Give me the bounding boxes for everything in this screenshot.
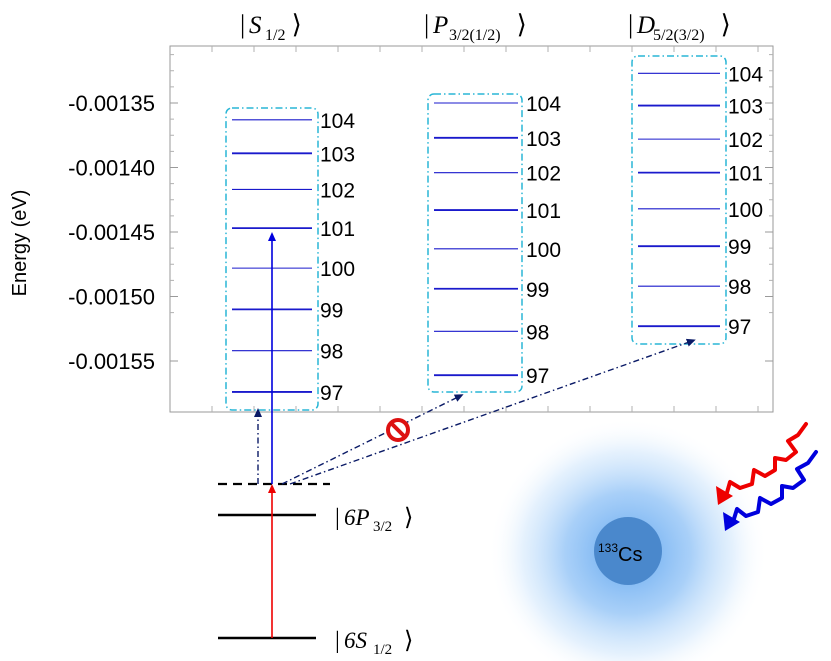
y-tick-label: -0.00150	[68, 285, 155, 310]
svg-text:S: S	[249, 12, 262, 39]
svg-text:P: P	[432, 12, 448, 39]
y-tick-label: -0.00135	[68, 91, 155, 116]
energy-level-label: 99	[320, 299, 343, 322]
incoming-light-waves	[716, 422, 818, 531]
plot-frame	[169, 45, 774, 413]
energy-level-label: 100	[526, 239, 561, 262]
column-header-3: |D5/2(3/2) ⟩	[628, 10, 731, 44]
energy-level-label: 104	[320, 110, 355, 133]
atom-symbol: Cs	[618, 544, 642, 566]
blue-wave-arrowhead	[723, 512, 740, 531]
energy-level-label: 97	[320, 382, 343, 405]
svg-text:⟩: ⟩	[517, 10, 527, 39]
svg-text:5/2(3/2): 5/2(3/2)	[653, 27, 705, 44]
level-group-box-2	[427, 93, 523, 393]
red-wave-arrowhead	[716, 486, 733, 505]
energy-level-label: 97	[526, 365, 549, 388]
energy-level-label: 103	[320, 143, 355, 166]
energy-level-label: 104	[526, 93, 561, 116]
energy-level-label: 101	[526, 200, 561, 223]
energy-level-label: 103	[526, 128, 561, 151]
svg-text:3/2: 3/2	[373, 519, 392, 535]
atom-core	[594, 517, 662, 585]
rydberg-levels: 97 98 99 100 101 102 103 104 97 98 99 100 101 102 103 1…	[225, 55, 763, 411]
energy-level-label: 102	[526, 163, 561, 186]
y-axis-label: Energy (eV)	[9, 190, 31, 297]
level-6s12-label: | 6S 1/2 ⟩	[335, 628, 413, 658]
level-group-box-1	[225, 107, 319, 411]
svg-text:⟩: ⟩	[404, 505, 413, 531]
level-group-box-3	[631, 55, 727, 345]
svg-text:|: |	[335, 628, 340, 654]
dashdot-arrow-to-d	[289, 338, 696, 485]
energy-level-label: 100	[728, 199, 763, 222]
svg-text:6P: 6P	[344, 505, 370, 530]
level-6p32-label: | 6P 3/2 ⟩	[335, 505, 413, 535]
energy-level-label: 100	[320, 258, 355, 281]
energy-level-label: 99	[728, 236, 751, 259]
energy-level-label: 103	[728, 96, 763, 119]
transition-arrows	[254, 232, 696, 638]
energy-level-label: 98	[728, 276, 751, 299]
energy-level-label: 102	[320, 179, 355, 202]
svg-text:|: |	[335, 505, 340, 531]
y-tick-label: -0.00140	[68, 156, 155, 181]
blue-wave-icon	[731, 450, 818, 524]
atom-mass-number: 133	[598, 541, 618, 555]
y-tick-label: -0.00145	[68, 220, 155, 245]
energy-level-label: 98	[320, 341, 343, 364]
svg-text:⟩: ⟩	[292, 10, 302, 39]
svg-text:1/2: 1/2	[373, 642, 392, 658]
energy-level-label: 98	[526, 321, 549, 344]
energy-level-label: 104	[728, 63, 763, 86]
forbidden-icon	[386, 418, 410, 442]
y-axis-ticks: -0.00135 -0.00140 -0.00145 -0.00150 -0.00155	[68, 91, 773, 374]
red-wave-icon	[724, 422, 808, 498]
svg-text:3/2(1/2): 3/2(1/2)	[449, 27, 501, 44]
svg-text:⟩: ⟩	[404, 628, 413, 654]
dashdot-arrow-to-p	[281, 394, 464, 485]
svg-text:D: D	[636, 12, 655, 39]
svg-text:⟩: ⟩	[721, 10, 731, 39]
energy-level-label: 102	[728, 129, 763, 152]
energy-level-label: 97	[728, 316, 751, 339]
svg-text:6S: 6S	[344, 628, 368, 653]
svg-text:|: |	[240, 10, 245, 39]
lower-levels: | 6P 3/2 ⟩ | 6S 1/2 ⟩	[218, 482, 413, 658]
svg-text:1/2: 1/2	[265, 27, 285, 44]
svg-text:|: |	[628, 10, 633, 39]
svg-text:|: |	[424, 10, 429, 39]
cesium-atom: 133 Cs	[488, 418, 768, 661]
energy-level-label: 101	[320, 218, 355, 241]
energy-level-label: 99	[526, 279, 549, 302]
y-tick-label: -0.00155	[68, 349, 155, 374]
energy-level-label: 101	[728, 163, 763, 186]
